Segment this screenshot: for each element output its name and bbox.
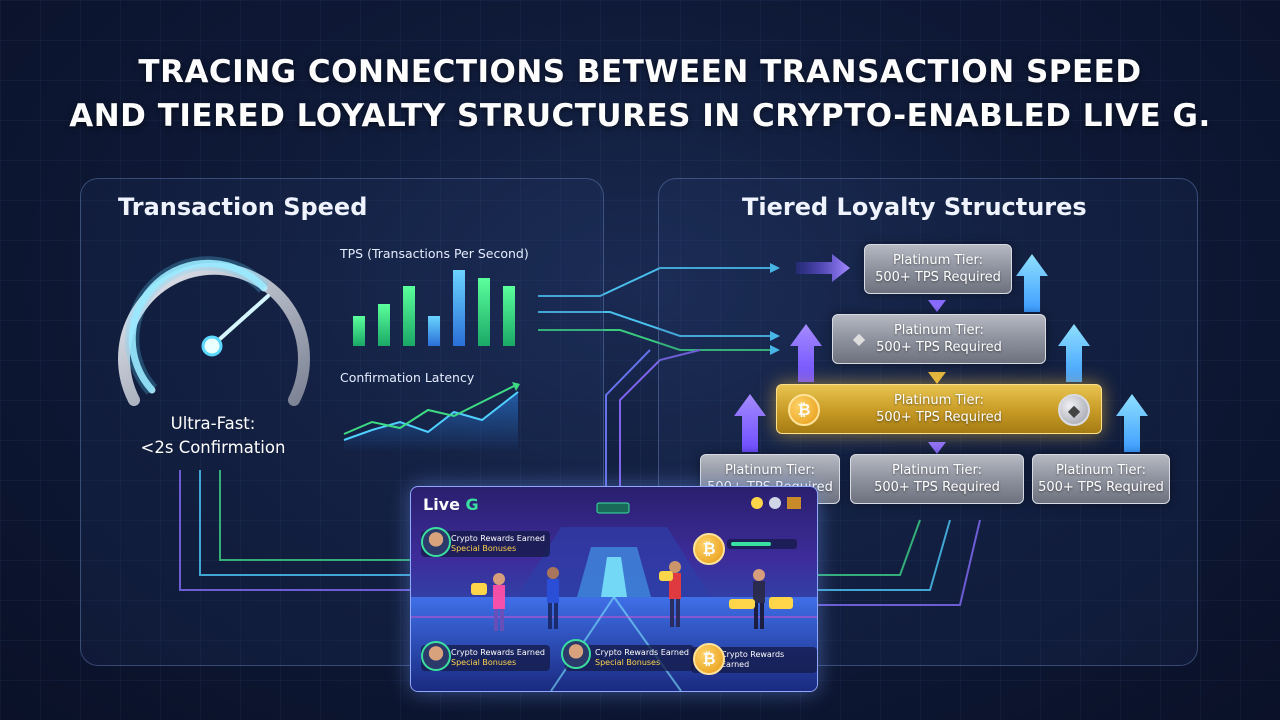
coin-icon [751, 497, 763, 509]
game-scene [411, 502, 817, 691]
tier-bottom-right-line-2: 500+ TPS Required [1038, 480, 1164, 495]
game-brand-name: Live [423, 495, 460, 514]
reward-label-main: Crypto Rewards Earned [595, 648, 689, 657]
speed-label-line-1: Ultra-Fast: [170, 414, 256, 433]
globe-icon [769, 497, 781, 509]
tier-box-top: Platinum Tier: 500+ TPS Required [864, 244, 1012, 294]
reward-label-sub: Special Bonuses [451, 544, 517, 553]
reward-label-main: Crypto Rewards Earned [721, 650, 785, 669]
tier-box-bottom-center: Platinum Tier: 500+ TPS Required [850, 454, 1024, 504]
reward-progress-fill [731, 542, 771, 546]
loyalty-structures-title: Tiered Loyalty Structures [742, 193, 1087, 221]
avatar [561, 639, 591, 669]
tier-bottom-right-line-1: Platinum Tier: [1055, 463, 1147, 478]
latency-line-chart [343, 382, 520, 452]
tier-gold-line-2: 500+ TPS Required [876, 410, 1002, 425]
reward-label-sub: Special Bonuses [595, 658, 661, 667]
game-top-icons [751, 497, 801, 509]
reward-label-main: Crypto Rewards Earned [451, 534, 545, 543]
tier-second-line-1: Platinum Tier: [893, 323, 985, 338]
tier-box-second: Platinum Tier: 500+ TPS Required [832, 314, 1046, 364]
bitcoin-icon: ₿ [693, 643, 725, 675]
ethereum-icon: ◆ [852, 328, 866, 348]
page-title: TRACING CONNECTIONS BETWEEN TRANSACTION … [0, 50, 1280, 138]
tier-second-line-2: 500+ TPS Required [876, 340, 1002, 355]
title-line-1: TRACING CONNECTIONS BETWEEN TRANSACTION … [138, 54, 1142, 90]
tier-bottom-center-line-2: 500+ TPS Required [874, 480, 1000, 495]
speed-label-line-2: <2s Confirmation [140, 438, 286, 457]
tier-gold-line-1: Platinum Tier: [893, 393, 985, 408]
avatar [421, 641, 451, 671]
avatar [421, 527, 451, 557]
transaction-speed-title: Transaction Speed [118, 193, 368, 221]
reward-progress-panel [727, 539, 797, 549]
tps-bar-chart [353, 270, 515, 346]
bitcoin-icon: ₿ [693, 533, 725, 565]
ethereum-icon: ◆ [1058, 394, 1090, 426]
chest-icon [787, 497, 801, 509]
tier-bottom-center-line-1: Platinum Tier: [891, 463, 983, 478]
game-brand-accent: G [465, 495, 479, 514]
reward-label-sub: Special Bonuses [451, 658, 517, 667]
latency-label: Confirmation Latency [340, 370, 475, 385]
tier-box-gold: Platinum Tier: 500+ TPS Required [776, 384, 1102, 434]
bitcoin-icon: ₿ [788, 394, 820, 426]
reward-label-main: Crypto Rewards Earned [451, 648, 545, 657]
live-game-screen: Live G Crypto Rewards Earned Special Bon… [410, 486, 818, 692]
speed-label: Ultra-Fast: <2s Confirmation [120, 412, 306, 460]
tier-top-line-1: Platinum Tier: [892, 253, 984, 268]
speedometer-gauge [118, 256, 310, 406]
tier-bottom-left-line-1: Platinum Tier: [724, 463, 816, 478]
tps-label: TPS (Transactions Per Second) [340, 246, 529, 261]
tier-box-bottom-right: Platinum Tier: 500+ TPS Required [1032, 454, 1170, 504]
game-brand: Live G [423, 495, 479, 514]
title-line-2: AND TIERED LOYALTY STRUCTURES IN CRYPTO-… [69, 98, 1211, 134]
tier-top-line-2: 500+ TPS Required [875, 270, 1001, 285]
